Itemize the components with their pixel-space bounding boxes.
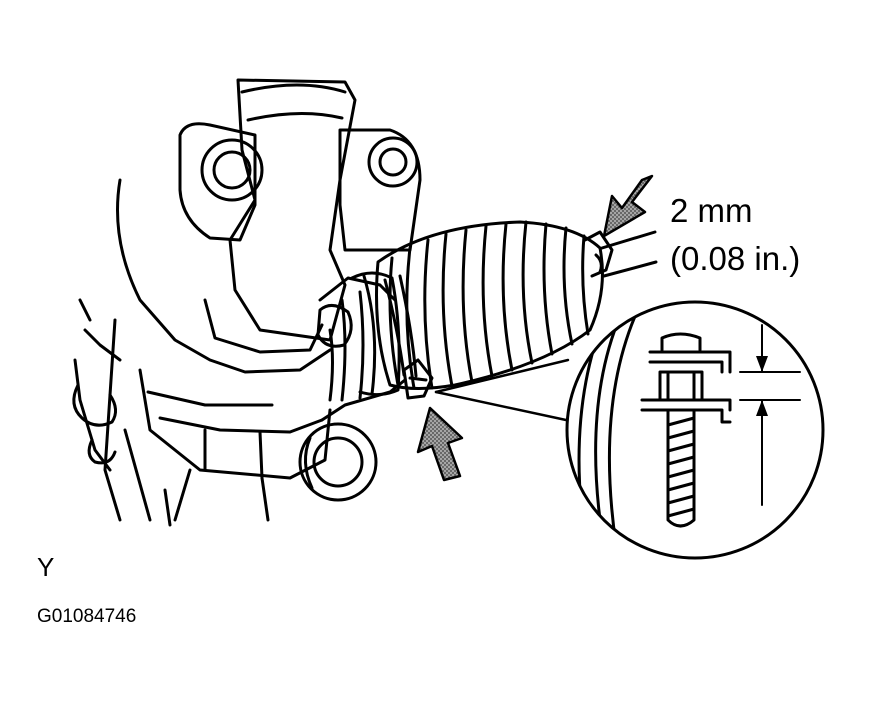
boot-clamp-small (583, 230, 614, 278)
figure-code: G01084746 (37, 606, 137, 627)
detail-leader-lines (434, 358, 570, 422)
view-label: Y (37, 552, 55, 582)
lower-bore (298, 422, 378, 502)
gear-housing (72, 78, 422, 527)
housing-fitting (316, 304, 353, 348)
upper-right-bore (367, 136, 419, 188)
boot-clamp-large (383, 274, 434, 400)
upper-left-bore (200, 138, 264, 202)
arrow-to-small-clamp (602, 174, 654, 238)
arrow-to-large-clamp (416, 406, 464, 482)
rack-boot (350, 220, 604, 397)
tie-rod (600, 230, 658, 278)
clearance-metric-label: 2 mm (670, 192, 753, 229)
clearance-imperial-label: (0.08 in.) (670, 240, 801, 277)
dimension-arrowheads (756, 356, 768, 416)
detail-circle (565, 300, 825, 560)
